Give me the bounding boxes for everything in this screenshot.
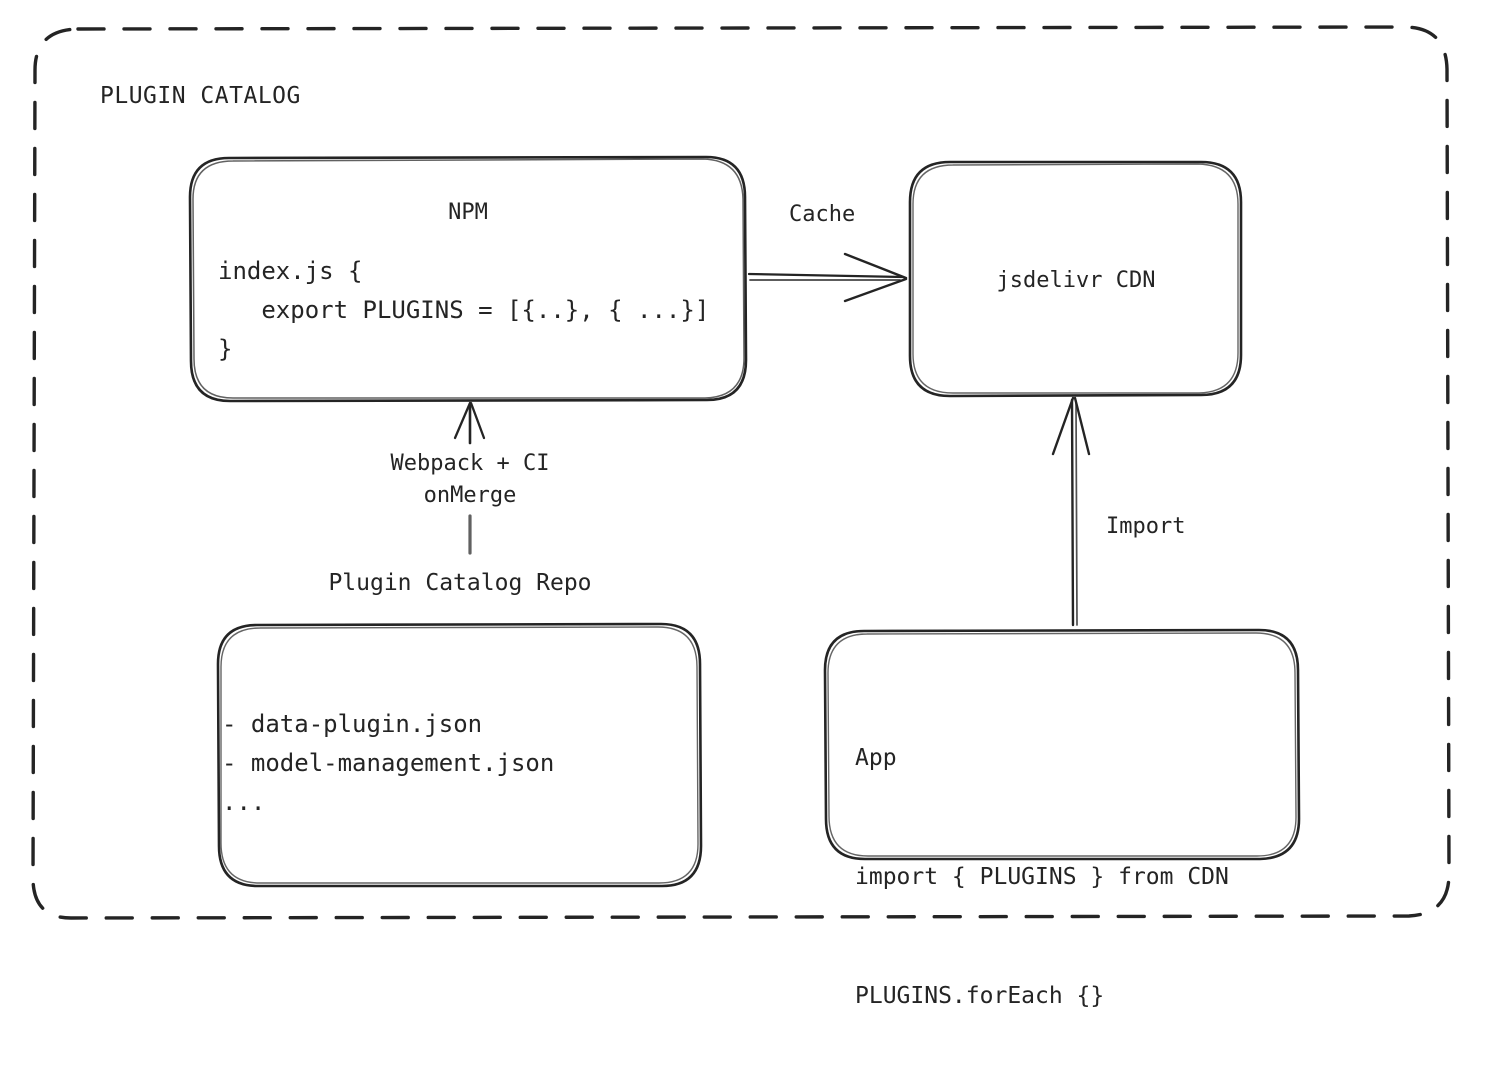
app-node-title: App xyxy=(855,745,897,772)
app-node-content: App import { PLUGINS } from CDN PLUGINS.… xyxy=(855,677,1229,1078)
import-arrow xyxy=(1051,396,1091,627)
edge-label-cache: Cache xyxy=(789,202,856,227)
cache-arrow xyxy=(747,252,908,303)
repo-file-list: - data-plugin.json - model-management.js… xyxy=(222,710,555,817)
repo-node-caption: Plugin Catalog Repo xyxy=(328,570,592,596)
diagram-canvas: PLUGIN CATALOG NPM index.js { export PLU… xyxy=(31,25,1451,1009)
edge-label-import: Import xyxy=(1106,514,1186,539)
app-foreach-line: PLUGINS.forEach {} xyxy=(855,983,1105,1010)
group-title: PLUGIN CATALOG xyxy=(100,83,301,109)
edge-label-build: Webpack + CI onMerge xyxy=(390,451,550,508)
diagram-strokes xyxy=(31,25,1451,920)
npm-code-snippet: index.js { export PLUGINS = [{..}, { ...… xyxy=(218,257,710,363)
app-import-line: import { PLUGINS } from CDN xyxy=(855,864,1229,891)
npm-node-title: NPM xyxy=(448,200,488,225)
cdn-node-title: jsdelivr CDN xyxy=(996,268,1156,293)
